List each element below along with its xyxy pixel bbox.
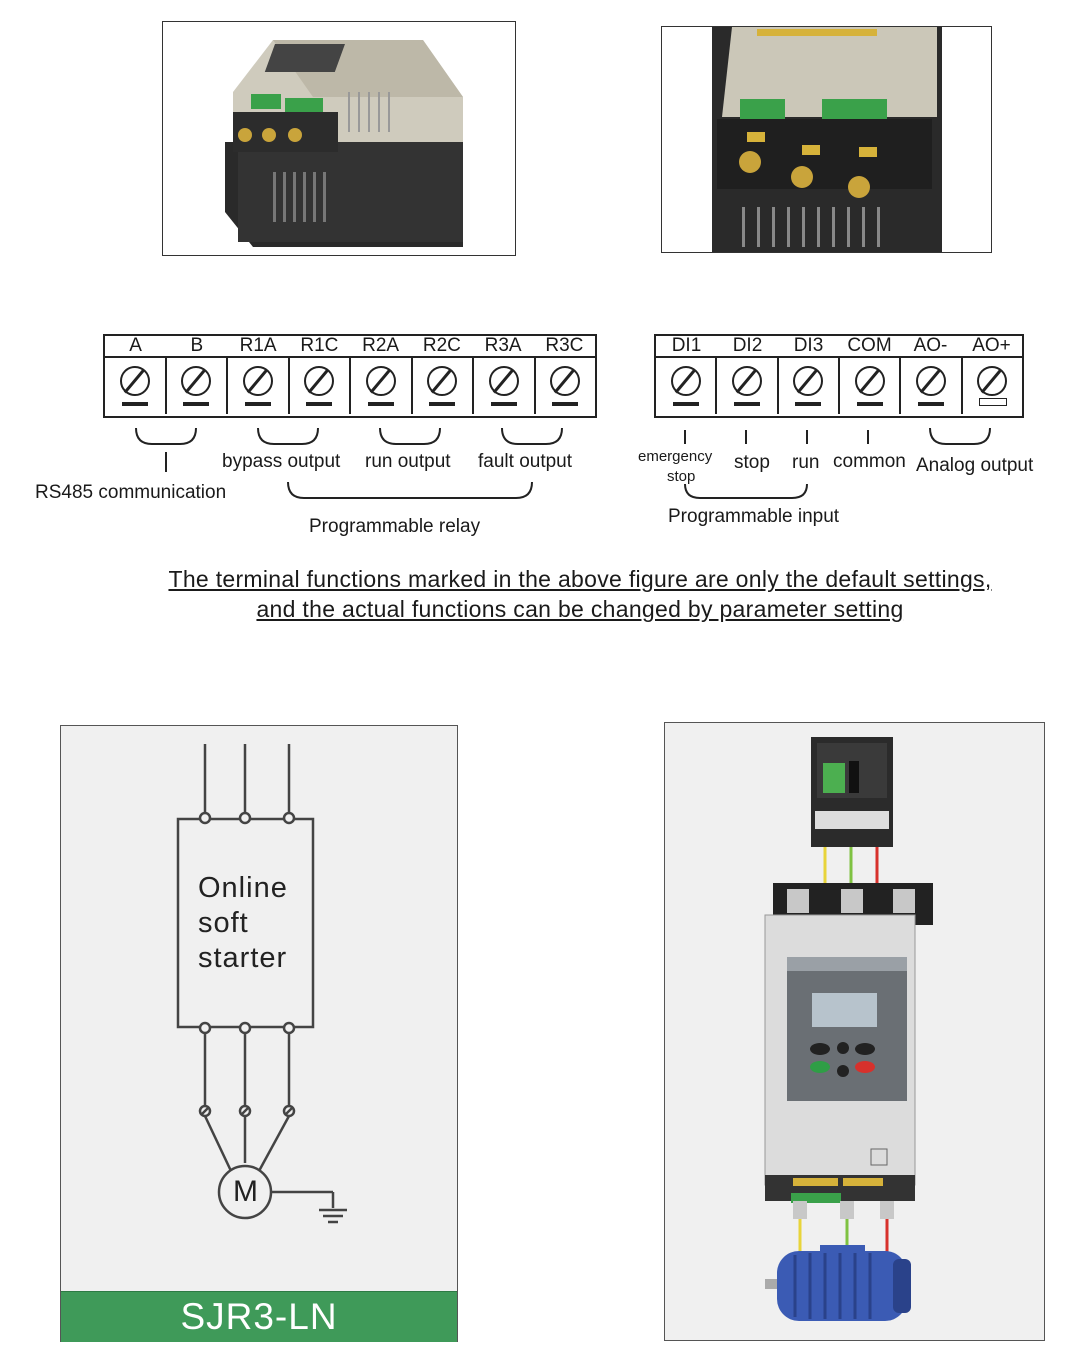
- product-photo-left: [162, 21, 516, 256]
- screw-icon: [793, 366, 824, 396]
- run-output-label: run output: [365, 451, 451, 472]
- soft-starter-box-label: soft: [198, 907, 249, 939]
- emergency-stop-label: stop: [667, 468, 696, 485]
- screw-icon: [854, 366, 885, 396]
- screw-icon: [119, 366, 150, 396]
- terminal-strip-left: A B R1A R1C R2A R2C R3A R3C: [103, 334, 597, 418]
- terminal-label: DI1: [671, 335, 702, 356]
- soft-starter-box-label: Online: [198, 872, 288, 904]
- screw-icon: [304, 366, 335, 396]
- screw-icon: [242, 366, 273, 396]
- terminal-label: R3C: [545, 335, 584, 356]
- product-photo-right: [661, 26, 992, 253]
- terminal-label: A: [129, 335, 142, 356]
- bypass-output-label: bypass output: [222, 451, 341, 472]
- installation-photo-panel: [664, 722, 1045, 1341]
- note-line-1: The terminal functions marked in the abo…: [168, 566, 992, 592]
- soft-starter-box-label: starter: [198, 942, 288, 974]
- terminal-label: AO-: [913, 335, 948, 356]
- programmable-relay-label: Programmable relay: [309, 516, 481, 537]
- terminal-label: R1C: [300, 335, 339, 356]
- terminal-label: R2A: [362, 335, 400, 356]
- screw-icon: [427, 366, 458, 396]
- terminal-label: DI3: [793, 335, 824, 356]
- terminal-label: B: [190, 335, 204, 356]
- screw-icon: [670, 366, 701, 396]
- screw-icon: [915, 366, 946, 396]
- screw-icon: [365, 366, 396, 396]
- terminal-label: DI2: [732, 335, 763, 356]
- programmable-input-label: Programmable input: [668, 506, 840, 527]
- terminal-label: R3A: [484, 335, 522, 356]
- wiring-diagram-panel: Online soft starter M SJR3-LN: [60, 725, 458, 1342]
- motor-symbol-label: M: [233, 1175, 258, 1208]
- terminal-brackets: [135, 427, 991, 499]
- screw-icon: [181, 366, 212, 396]
- model-name: SJR3-LN: [180, 1296, 338, 1337]
- screw-icon: [550, 366, 581, 396]
- model-band: [61, 1291, 457, 1342]
- terminal-label: AO+: [972, 335, 1011, 356]
- common-label: common: [833, 451, 906, 472]
- fault-output-label: fault output: [478, 451, 573, 472]
- screw-icon: [488, 366, 519, 396]
- note-line-2: and the actual functions can be changed …: [256, 596, 904, 622]
- rs485-label: RS485 communication: [35, 482, 227, 503]
- terminal-label: R2C: [422, 335, 461, 356]
- terminal-strip-right: DI1 DI2 DI3 COM AO- AO+: [654, 334, 1024, 418]
- stop-label: stop: [734, 452, 770, 473]
- analog-output-label: Analog output: [916, 455, 1034, 476]
- screw-icon: [977, 366, 1008, 396]
- terminal-label: COM: [847, 335, 892, 356]
- terminal-label: R1A: [239, 335, 277, 356]
- screw-icon: [731, 366, 762, 396]
- run-label: run: [792, 452, 820, 473]
- emergency-stop-label: emergency: [638, 448, 713, 465]
